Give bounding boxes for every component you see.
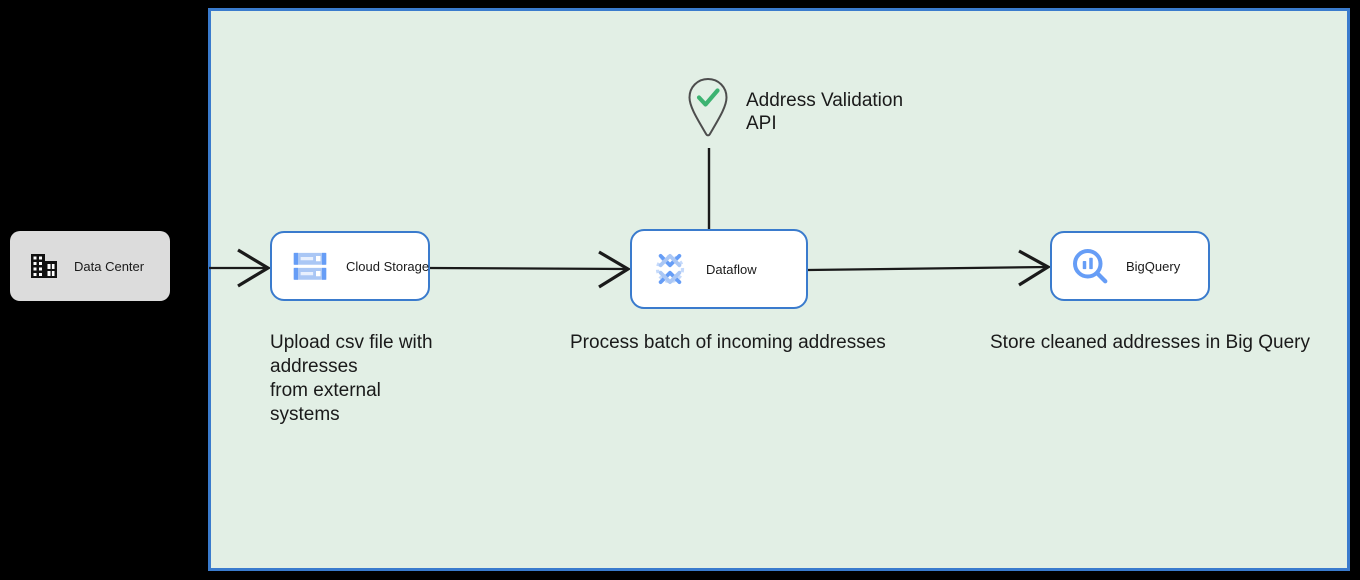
- node-address-validation-api[interactable]: Address Validation API: [686, 76, 903, 148]
- caption-upload-csv: Upload csv file with addresses from exte…: [270, 332, 433, 425]
- node-label-address-validation-api: Address Validation API: [746, 90, 904, 134]
- node-label-dataflow: Dataflow: [706, 261, 757, 277]
- node-label-bigquery: BigQuery: [1126, 258, 1181, 274]
- cloud-storage-icon: [293, 252, 327, 280]
- node-bigquery[interactable]: BigQuery: [1050, 231, 1210, 301]
- node-cloud-storage[interactable]: Cloud Storage: [270, 231, 430, 301]
- node-label-cloud-storage: Cloud Storage: [346, 258, 430, 274]
- bigquery-magnifier-icon: [1073, 249, 1108, 284]
- caption-process-batch: Process batch of incoming addresses: [570, 332, 886, 353]
- map-pin-check-icon: [688, 77, 728, 137]
- caption-store-cleaned: Store cleaned addresses in Big Query: [990, 332, 1311, 353]
- node-dataflow[interactable]: Dataflow: [630, 229, 808, 309]
- data-center-building-icon: [31, 254, 57, 278]
- node-data-center[interactable]: Data Center: [10, 231, 170, 301]
- node-label-data-center: Data Center: [74, 258, 145, 274]
- dataflow-icon: [655, 254, 685, 284]
